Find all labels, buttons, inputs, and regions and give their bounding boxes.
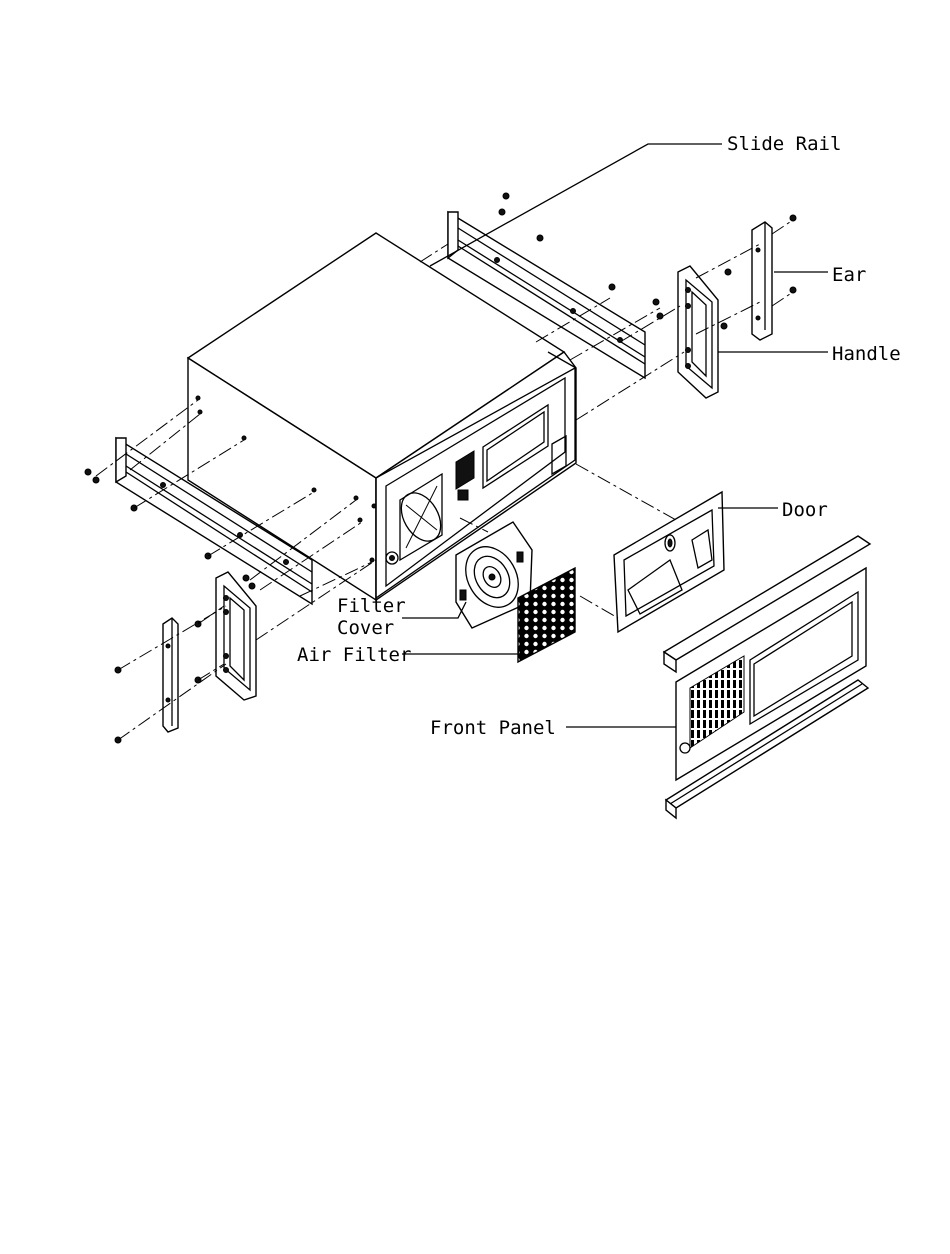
label-air-filter: Air Filter [297,644,411,666]
left-handle [216,572,256,700]
right-ear [752,222,772,340]
right-handle [678,266,718,398]
label-filter-cover-line1: Filter [337,595,406,617]
left-ear [163,618,178,732]
label-front-panel: Front Panel [430,717,556,739]
door [614,492,724,632]
label-ear: Ear [832,264,866,286]
label-handle: Handle [832,343,901,365]
label-filter-cover-line2: Cover [337,617,394,639]
label-slide-rail: Slide Rail [727,133,841,155]
label-door: Door [782,499,828,521]
